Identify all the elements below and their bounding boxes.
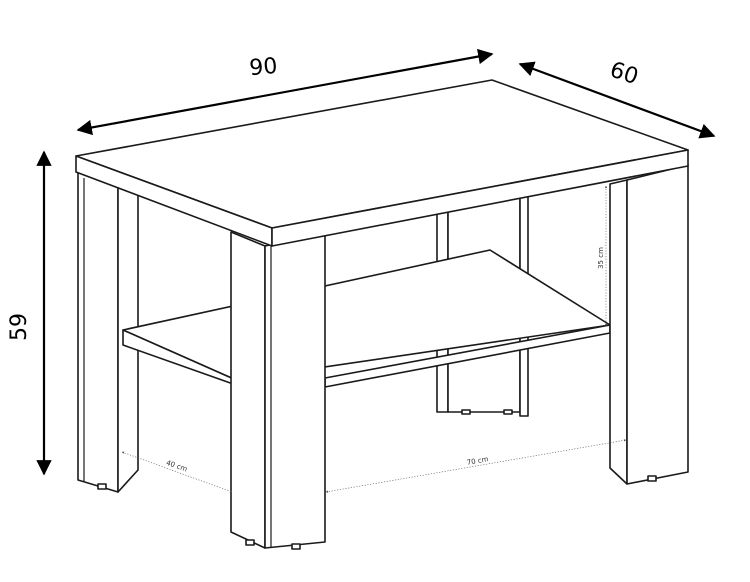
depth-label: 60 [607,58,641,90]
inner-side-label: 40 cm [165,459,188,474]
depth-arrow [518,61,716,139]
lower-shelf [122,249,611,388]
right-leg [609,164,689,485]
front-leg [230,231,326,550]
inner-front-label: 70 cm [466,455,489,467]
width-label: 90 [248,54,278,81]
inner-front-arrow [325,439,627,493]
height-label: 59 [7,313,32,341]
left-leg [77,171,139,493]
shelf-height-label: 35 cm [597,247,605,269]
inner-side-arrow [121,451,233,493]
width-arrow [76,48,494,136]
table-top [75,79,689,247]
